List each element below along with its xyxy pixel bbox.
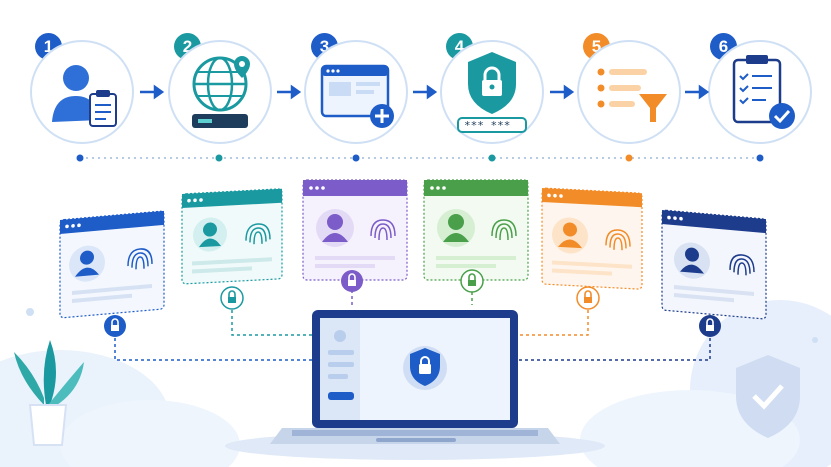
step-4-circle: *** *** bbox=[440, 40, 544, 144]
profile-card-1 bbox=[59, 210, 165, 319]
profile-card-5 bbox=[541, 187, 643, 290]
profile-card-6 bbox=[661, 209, 767, 320]
profile-card-3 bbox=[302, 179, 408, 281]
step-6-circle bbox=[708, 40, 812, 144]
svg-text:*** ***: *** *** bbox=[464, 119, 510, 132]
checklist-approved-icon bbox=[732, 55, 795, 129]
step-2-circle bbox=[168, 40, 272, 144]
list-filter-icon bbox=[597, 68, 667, 122]
step-5-circle bbox=[577, 40, 681, 144]
lock-badges bbox=[104, 269, 721, 337]
shield-lock-password-icon: *** *** bbox=[457, 52, 527, 133]
user-clipboard-icon bbox=[52, 65, 117, 127]
profile-card-2 bbox=[181, 188, 283, 285]
globe-router-icon bbox=[192, 56, 250, 128]
browser-add-icon bbox=[320, 64, 394, 128]
step-1-circle bbox=[30, 40, 134, 144]
step-3-circle bbox=[304, 40, 408, 144]
profile-card-4 bbox=[423, 179, 529, 281]
